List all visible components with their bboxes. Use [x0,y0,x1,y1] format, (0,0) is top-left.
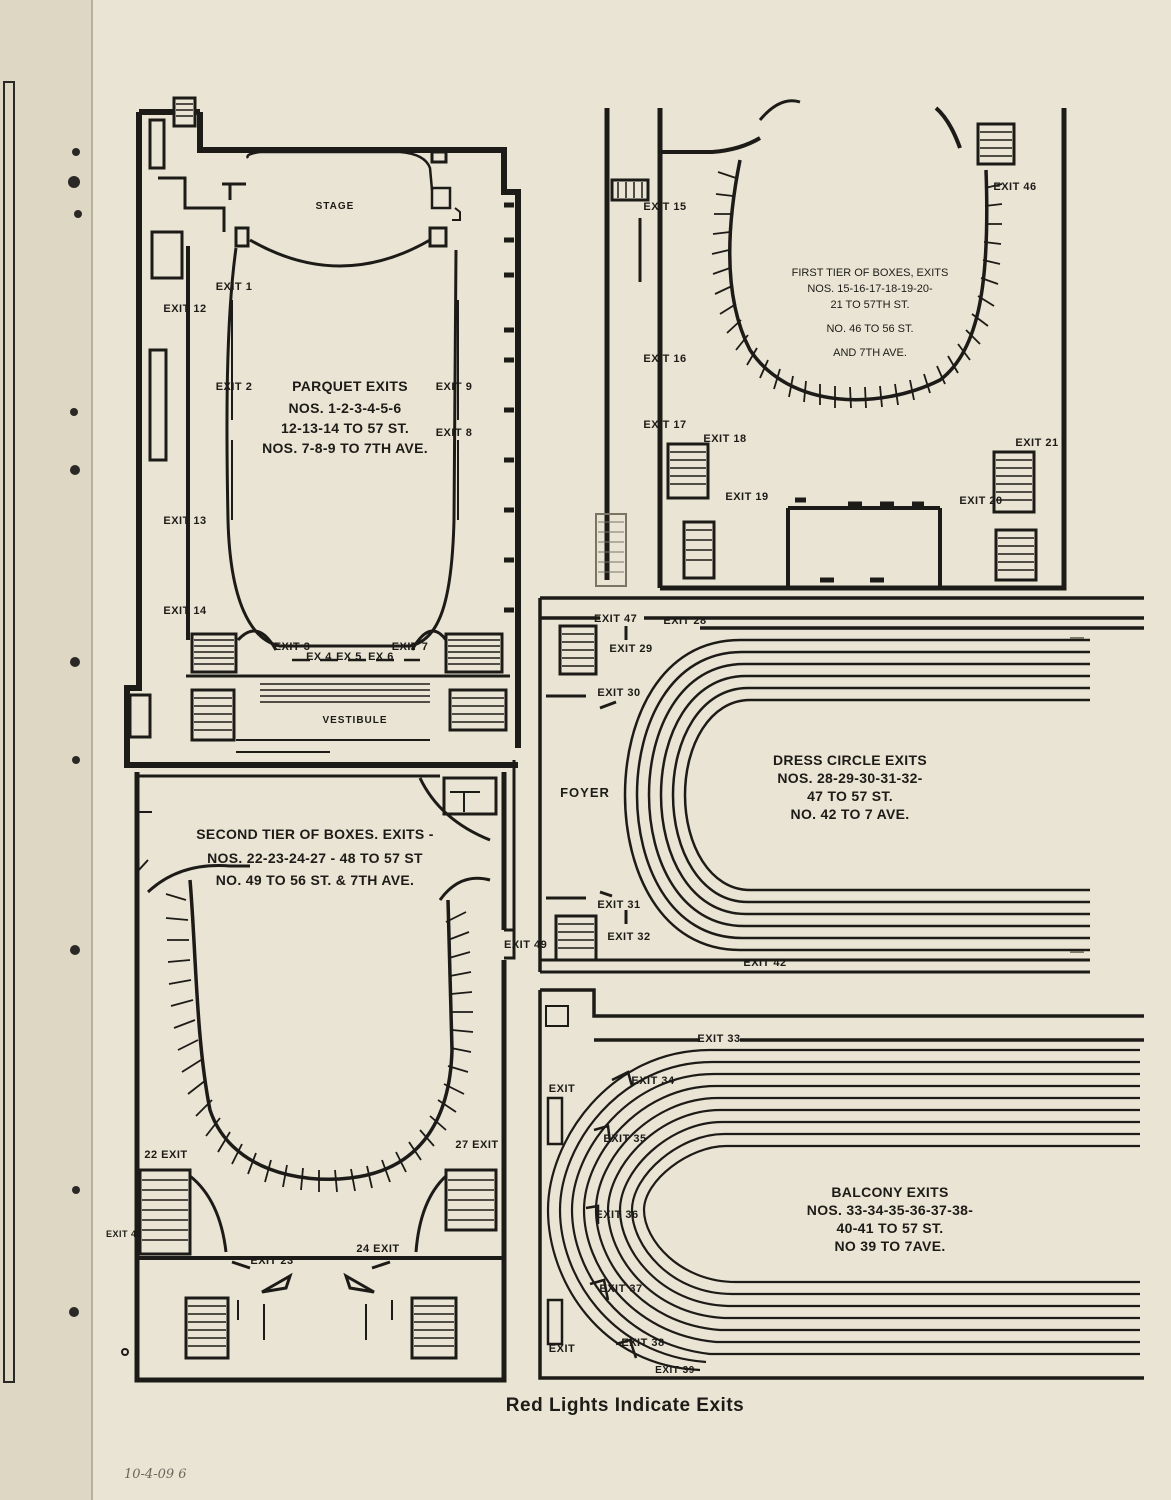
exit-3-label: EXIT 3 [273,641,311,653]
exit-16-label: EXIT 16 [643,353,687,365]
balcony-line-2: 40-41 TO 57 ST. [836,1220,944,1236]
dress-circle-plan [538,596,1144,974]
exit-48-label: EXIT 48 [105,1229,142,1239]
exit-36-label: EXIT 36 [595,1209,639,1221]
exit-22-label: 22 EXIT [144,1149,188,1161]
exit-20-label: EXIT 20 [959,495,1003,507]
exit-29-label: EXIT 29 [609,643,653,655]
exit-46-label: EXIT 46 [993,181,1037,193]
exit-6-label: EX 6 [368,651,394,663]
exit-9-label: EXIT 9 [435,381,473,393]
first-tier-box-divisions [711,171,1003,409]
stage-label: STAGE [315,201,355,212]
exit-28-label: EXIT 28 [663,615,707,627]
exit-7-label: EXIT 7 [391,641,429,653]
balcony-plan [538,988,1144,1380]
dress-circle-title: DRESS CIRCLE EXITS [773,752,927,768]
exit-37-label: EXIT 37 [599,1283,643,1295]
second-tier-plan [121,772,507,1383]
exit-12-label: EXIT 12 [163,303,207,315]
dress-circle-line-1: NOS. 28-29-30-31-32- [777,770,923,786]
dress-circle-tiers [623,638,1090,952]
exit-40-label: EXIT [548,1083,576,1095]
dress-circle-line-3: NO. 42 TO 7 AVE. [790,806,910,822]
second-tier-line-1: NOS. 22-23-24-27 - 48 TO 57 ST [207,850,423,866]
first-tier-line-5: AND 7TH AVE. [833,347,907,359]
exit-30-label: EXIT 30 [597,687,641,699]
parquet-line-1: NOS. 1-2-3-4-5-6 [288,400,402,416]
exit-41-label: EXIT [548,1343,576,1355]
first-tier-line-1: FIRST TIER OF BOXES, EXITS [791,267,949,279]
exit-47-label: EXIT 47 [594,613,638,625]
section-dividers [504,760,516,960]
dress-circle-line-2: 47 TO 57 ST. [807,788,893,804]
exit-31-label: EXIT 31 [597,899,641,911]
balcony-line-3: NO 39 TO 7AVE. [834,1238,946,1254]
exit-15-label: EXIT 15 [643,201,687,213]
exit-8-label: EXIT 8 [435,427,473,439]
exit-2-label: EXIT 2 [215,381,253,393]
parquet-title: PARQUET EXITS [292,378,408,394]
exit-4-label: EX 4 [306,651,332,663]
exit-39-label: EXIT 39 [655,1365,695,1376]
exit-49-label: EXIT 49 [504,939,548,951]
foyer-label: FOYER [560,785,610,800]
parquet-line-2: 12-13-14 TO 57 ST. [280,420,410,436]
exit-24-label: 24 EXIT [356,1243,400,1255]
vestibule-label: VESTIBULE [322,715,388,726]
binding-holes [68,148,82,1317]
exit-13-label: EXIT 13 [163,515,207,527]
footer-caption: Red Lights Indicate Exits [505,1395,745,1416]
first-tier-plan [595,99,1067,591]
exit-5-label: EX 5 [336,651,362,663]
exit-23-label: EXIT 23 [250,1255,294,1267]
exit-18-label: EXIT 18 [703,433,747,445]
second-tier-title: SECOND TIER OF BOXES. EXITS - [196,826,434,842]
exit-21-label: EXIT 21 [1015,437,1059,449]
exit-1-label: EXIT 1 [215,281,253,293]
exit-42-label: EXIT 42 [743,957,787,969]
exit-19-label: EXIT 19 [725,491,769,503]
pencil-annotation: 10-4-09 6 [124,1467,187,1482]
second-tier-box-divisions [165,893,474,1193]
exit-27-label: 27 EXIT [455,1139,499,1151]
balcony-line-1: NOS. 33-34-35-36-37-38- [806,1202,974,1218]
balcony-title: BALCONY EXITS [831,1184,949,1200]
second-tier-line-2: NO. 49 TO 56 ST. & 7TH AVE. [215,872,415,888]
first-tier-line-3: 21 TO 57TH ST. [830,299,910,311]
exit-34-label: EXIT 34 [631,1075,675,1087]
exit-38-label: EXIT 38 [621,1337,665,1349]
first-tier-line-2: NOS. 15-16-17-18-19-20- [807,283,933,295]
exit-33-label: EXIT 33 [697,1033,741,1045]
parquet-line-3: NOS. 7-8-9 TO 7TH AVE. [262,440,428,456]
exit-32-label: EXIT 32 [607,931,651,943]
exit-17-label: EXIT 17 [643,419,687,431]
left-page-edge [0,0,92,1500]
exit-35-label: EXIT 35 [603,1133,647,1145]
parquet-plan [124,96,521,768]
first-tier-line-4: NO. 46 TO 56 ST. [826,323,914,335]
exit-14-label: EXIT 14 [163,605,207,617]
